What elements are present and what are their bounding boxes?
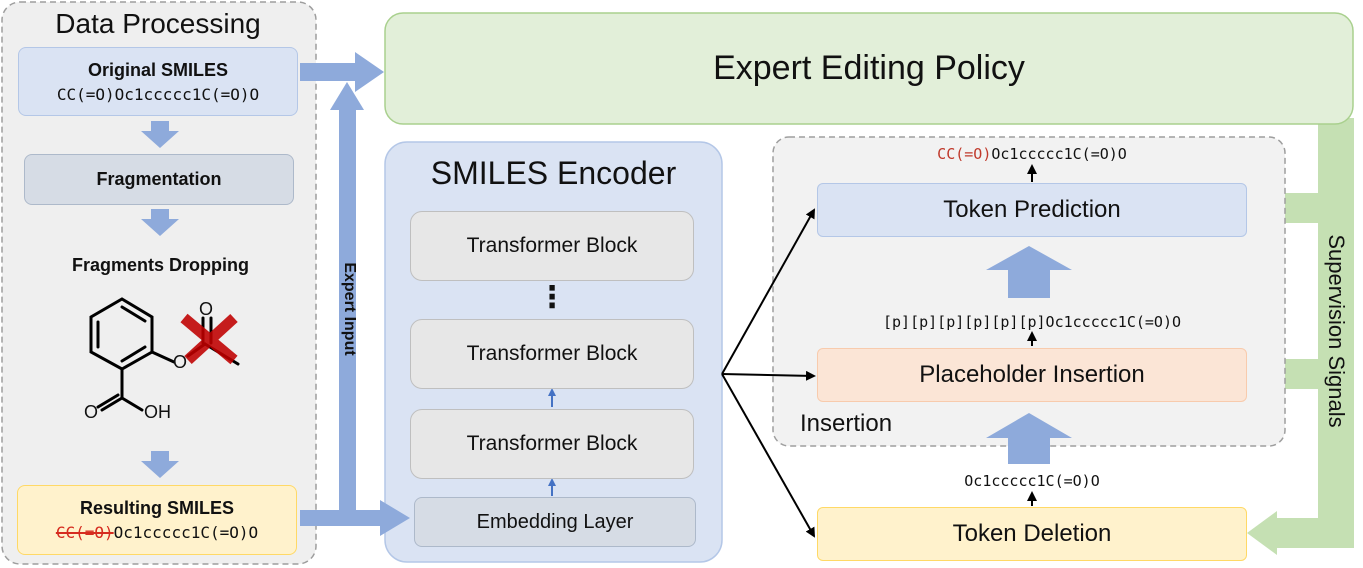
embedding-layer-box: Embedding Layer [414,497,696,547]
expert-input-label: Expert Input [341,262,358,356]
placeholder-output: [p][p][p][p][p][p]Oc1ccccc1C(=O)O [882,313,1181,331]
drop-cross-icon [180,313,238,365]
deletion-output: Oc1ccccc1C(=O)O [964,472,1100,490]
molecule-o-acid: O [84,402,99,422]
placeholder-insertion-box: Placeholder Insertion [817,348,1247,402]
supervision-label: Supervision Signals [1324,234,1349,428]
fragmentation-box: Fragmentation [24,154,294,205]
original-smiles-title: Original SMILES [87,59,229,80]
transformer-block-top: Transformer Block [410,211,694,281]
fragmentation-label: Fragmentation [96,169,222,189]
resulting-smiles-rest: Oc1ccccc1C(=O)O [113,523,259,542]
policy-box [384,12,1354,125]
fragments-dropping-title: Fragments Dropping [71,255,249,275]
big-up-arrows [986,246,1072,464]
token-deletion-label: Token Deletion [952,520,1112,547]
transformer-block-mid: Transformer Block [410,319,694,389]
prediction-output-red: CC(=O) [937,145,992,163]
insertion-label: Insertion [800,410,893,437]
encoder-ellipsis: ⋮ [537,281,567,314]
fanout-arrows [721,164,1037,538]
resulting-smiles-struck: CC(=O) [55,523,114,542]
original-smiles-box: Original SMILES CC(=O)Oc1ccccc1C(=O)O [18,47,298,116]
transformer-block-bottom: Transformer Block [410,409,694,479]
placeholder-insertion-label: Placeholder Insertion [919,361,1145,388]
original-smiles-value: CC(=O)Oc1ccccc1C(=O)O [56,84,260,104]
flow-arrows [141,52,410,536]
token-deletion-box: Token Deletion [817,507,1247,561]
molecule-oh: OH [144,402,171,422]
encoder-title: SMILES Encoder [430,155,677,191]
molecule-o-ring: O [173,352,188,372]
transformer-block-mid-label: Transformer Block [466,342,638,365]
prediction-output-rest: Oc1ccccc1C(=O)O [991,145,1127,163]
resulting-smiles-box: Resulting SMILES CC(=O)Oc1ccccc1C(=O)O [17,485,297,555]
resulting-smiles-value: CC(=O)Oc1ccccc1C(=O)O [56,523,258,542]
token-prediction-box: Token Prediction [817,183,1247,237]
transformer-block-bottom-label: Transformer Block [466,432,638,455]
policy-title: Expert Editing Policy [713,49,1025,87]
token-prediction-label: Token Prediction [943,196,1121,223]
data-processing-title: Data Processing [55,8,261,39]
transformer-block-top-label: Transformer Block [466,234,638,257]
prediction-output: CC(=O)Oc1ccccc1C(=O)O [820,145,1244,163]
resulting-smiles-title: Resulting SMILES [79,498,234,518]
molecule-o-top: O [199,299,214,319]
embedding-layer-label: Embedding Layer [476,510,634,533]
data-processing-panel [1,1,317,565]
